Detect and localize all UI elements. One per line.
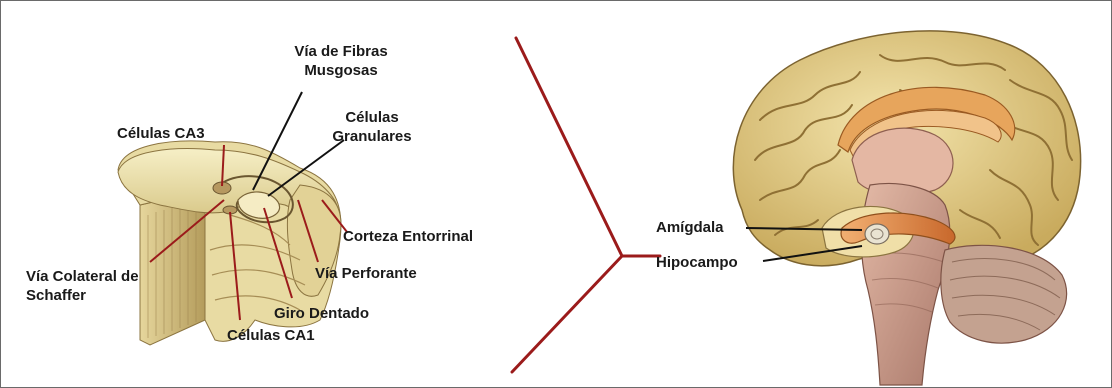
leader-fibras-musgosas: [252, 91, 303, 191]
brain-illustration: [732, 30, 1082, 386]
right-leader-lines: [745, 227, 863, 262]
left-leader-lines: [149, 91, 348, 321]
leader-amigdala: [745, 227, 863, 231]
label-giro-dentado: Giro Dentado: [274, 305, 370, 322]
leader-corteza-entorrinal: [321, 199, 348, 233]
leader-ca1: [229, 211, 241, 321]
leader-hipocampo: [762, 245, 863, 262]
label-celulas-ca1: Células CA1: [227, 327, 315, 344]
label-via-fibras-musgosas: Vía de Fibras Musgosas: [294, 43, 388, 79]
slice-right-lobe: [286, 184, 342, 297]
cerebellum: [940, 244, 1068, 344]
leader-giro-dentado: [263, 207, 293, 299]
label-corteza-entorrinal: Corteza Entorrinal: [343, 228, 474, 245]
amygdala-core: [870, 228, 884, 240]
label-celulas-granulares: Células Granulares: [332, 109, 412, 145]
label-celulas-ca3: Células CA3: [117, 125, 205, 142]
leader-via-perforante: [297, 199, 319, 263]
amygdala-structure: [864, 223, 890, 245]
label-via-colateral-schaffer: Vía Colateral de Schaffer: [26, 268, 139, 304]
fornix-arch: [837, 86, 1016, 153]
bracket-divider: [510, 36, 662, 374]
leader-granulares: [267, 139, 345, 197]
dentate-gyrus-shape: [237, 191, 281, 219]
slice-front-hatching: [147, 202, 197, 338]
label-hipocampo: Hipocampo: [656, 254, 738, 271]
cerebellum-folia: [949, 258, 1061, 331]
slice-ridges: [209, 214, 306, 311]
leader-ca3: [221, 144, 225, 187]
label-amigdala: Amígdala: [656, 219, 724, 236]
leader-schaffer: [149, 199, 225, 263]
label-via-perforante: Vía Perforante: [315, 265, 417, 282]
